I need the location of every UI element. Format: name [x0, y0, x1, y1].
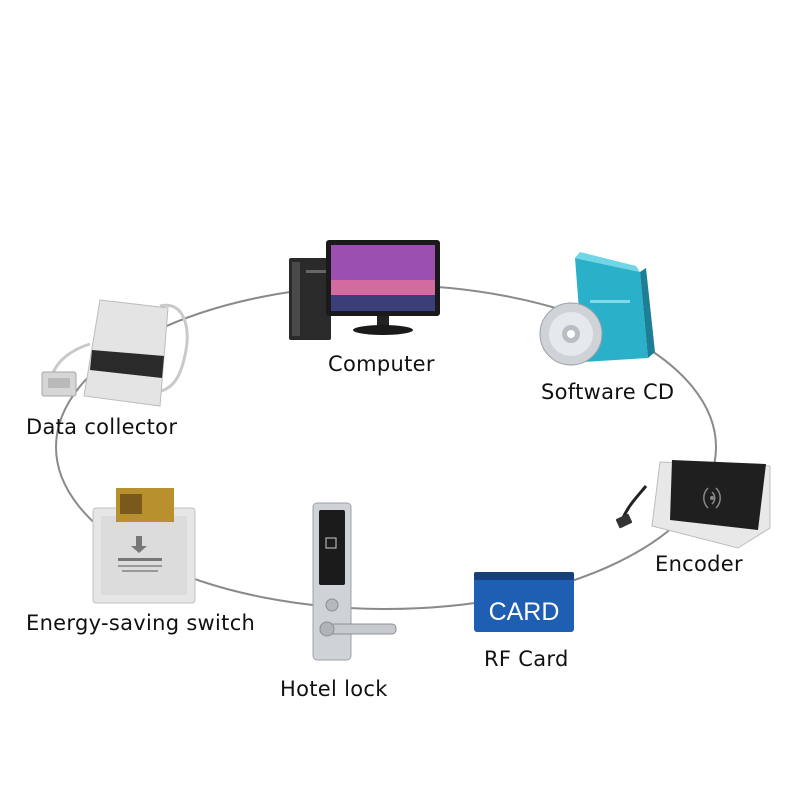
software-cd-label: Software CD: [541, 380, 675, 404]
energy-switch-icon: [92, 488, 196, 604]
energy-switch-label: Energy-saving switch: [26, 611, 256, 635]
rf-card-label: RF Card: [484, 647, 569, 671]
rf-card-icon: CARD: [474, 572, 574, 632]
software-cd-icon: [539, 252, 655, 366]
computer-label: Computer: [328, 352, 435, 376]
data-collector-label: Data collector: [26, 415, 178, 439]
hotel-lock-icon: [312, 502, 397, 661]
rf-card-text: CARD: [489, 598, 560, 626]
data-collector-icon: [41, 299, 189, 407]
encoder-icon: [615, 460, 771, 549]
hotel-lock-label: Hotel lock: [280, 677, 388, 701]
encoder-label: Encoder: [655, 552, 743, 576]
computer-icon: [289, 240, 440, 340]
